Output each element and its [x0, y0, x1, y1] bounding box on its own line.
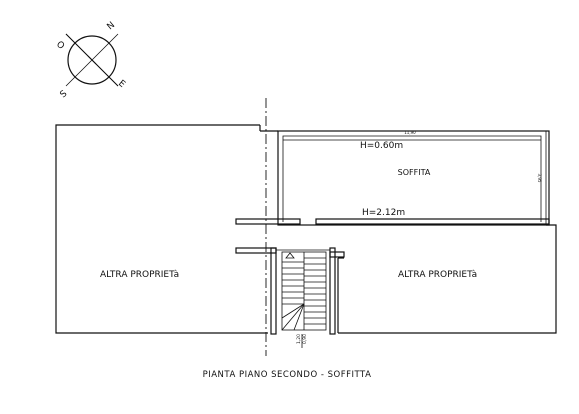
compass-circle [67, 35, 117, 85]
stair-dimension: 1,20 [296, 334, 302, 344]
right-property-label: ALTRA PROPRIETà [398, 270, 477, 280]
stair-direction-arrow-icon [285, 252, 295, 259]
stair-treads-right [304, 257, 326, 325]
height-max-label: H=2.12m [362, 208, 405, 218]
attic-inner-wall [282, 135, 542, 222]
stair-treads-left [282, 261, 304, 305]
stair-wall-left [270, 247, 277, 335]
compass-west-label: O [54, 40, 66, 52]
attic-depth-dimension: 3,95 [537, 174, 542, 183]
property-boundaries [55, 124, 557, 334]
compass-south-label: S [59, 89, 70, 101]
partition-right [315, 218, 550, 225]
attic-outer-wall [277, 130, 550, 226]
stair-dimension-2: 0,90 [302, 334, 308, 344]
left-property-label: ALTRA PROPRIETà [100, 270, 179, 280]
compass-east-label: E [116, 79, 127, 91]
partition-left [235, 218, 301, 225]
attic-width-dimension: 11,90 [404, 130, 416, 135]
compass-north-label: N [106, 20, 118, 32]
attic-title: SOFFITA [398, 168, 431, 177]
compass-rose: N E S O [54, 20, 127, 100]
attic-room: 11,90 3,95 H=0.60m SOFFITA H=2.12m [235, 130, 550, 226]
left-property-outline [55, 124, 268, 334]
drawing-caption: PIANTA PIANO SECONDO - SOFFITTA [203, 370, 372, 380]
stairwell: 1,20 0,90 [235, 247, 345, 348]
right-property-outline [338, 224, 557, 334]
height-min-label: H=0.60m [360, 141, 403, 151]
stair-wall-right [329, 247, 336, 335]
